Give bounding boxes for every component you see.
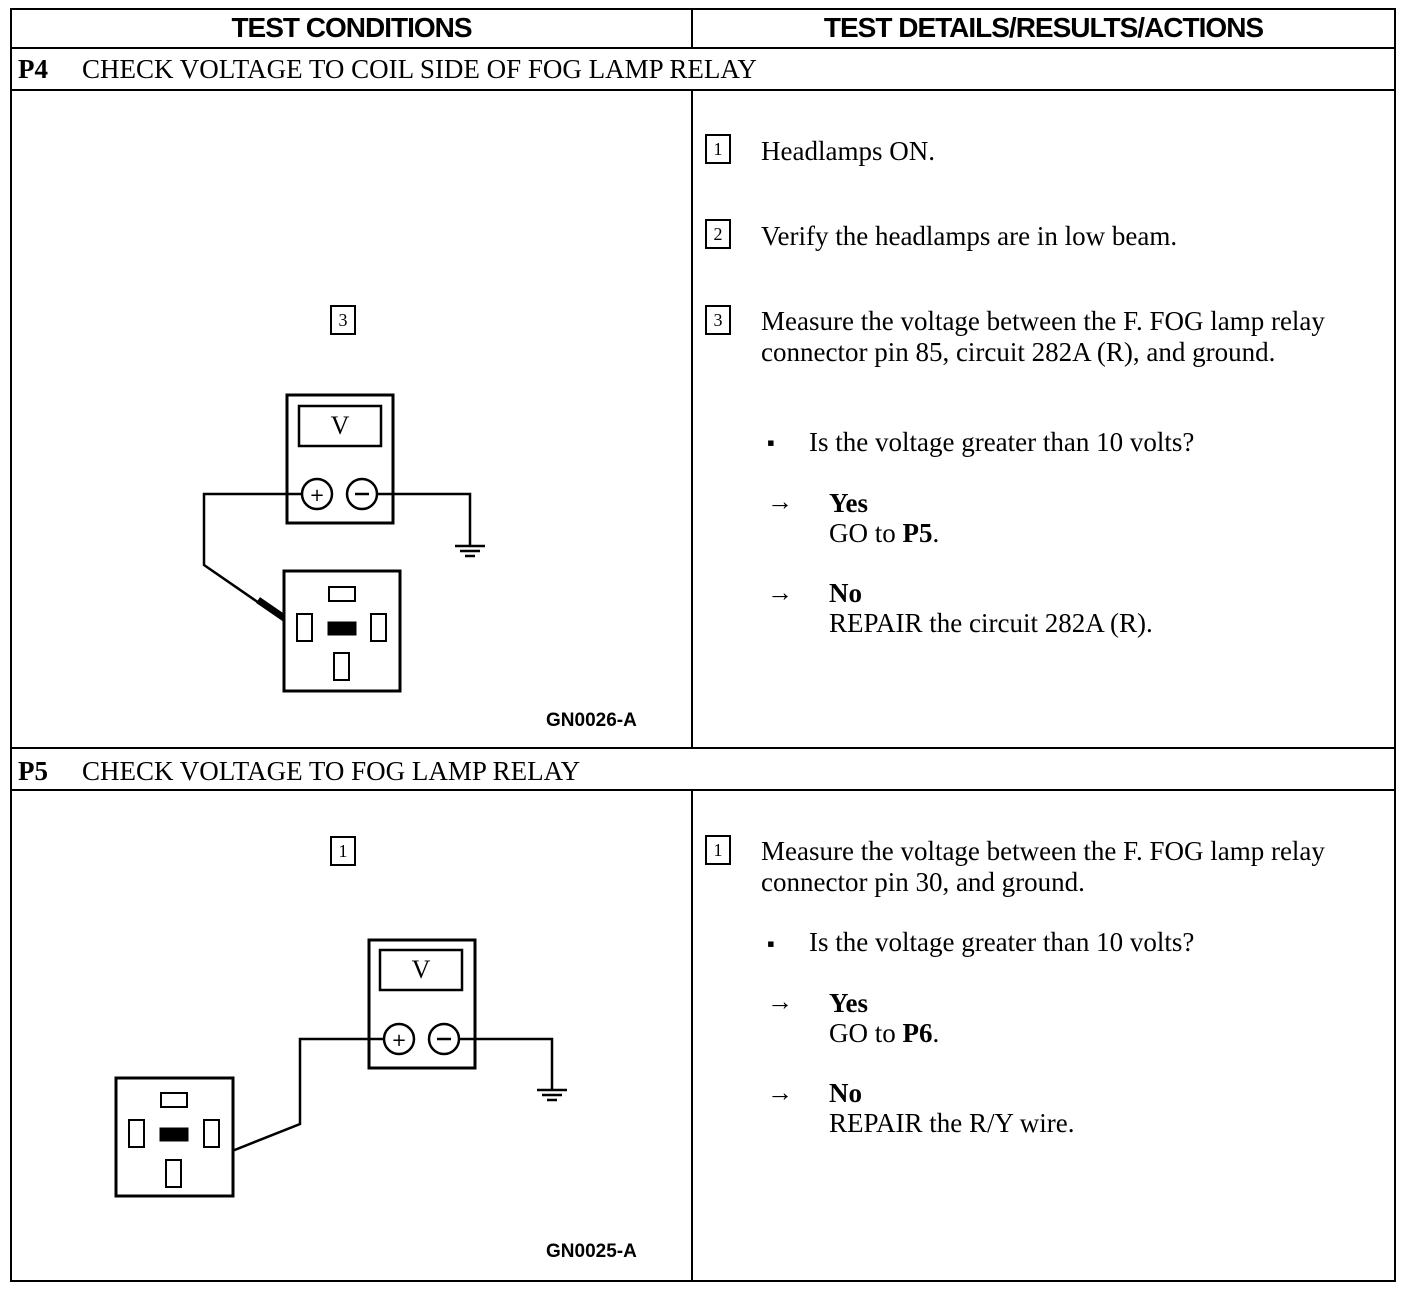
bullet: ▪: [767, 430, 775, 455]
svg-text:+: +: [309, 485, 324, 506]
figure-step-number: 3: [330, 305, 356, 335]
step-number: 1: [705, 134, 731, 164]
step-number: 3: [705, 305, 731, 335]
arrow-icon: →: [767, 1078, 793, 1107]
header-test-conditions: TEST CONDITIONS: [231, 12, 472, 43]
step-text: Measure the voltage between the F. FOG l…: [761, 836, 1325, 897]
yes-action-text: GO to: [829, 518, 896, 548]
voltmeter-diagram-p4: +: [202, 393, 485, 693]
yes-action-text: GO to: [829, 1018, 896, 1048]
no-label: No: [829, 1078, 862, 1108]
yes-target: P6: [902, 1018, 933, 1048]
figure-id: GN0025-A: [546, 1241, 637, 1262]
question-text: Is the voltage greater than 10 volts?: [809, 427, 1195, 457]
step-number: 1: [705, 835, 731, 865]
yes-action: GO to P5.: [829, 518, 939, 549]
yes-target: P5: [902, 518, 933, 548]
svg-text:+: +: [391, 1030, 406, 1051]
no-action: REPAIR the circuit 282A (R).: [829, 608, 1153, 638]
yes-end: .: [932, 518, 940, 548]
yes-label: Yes: [829, 988, 868, 1018]
yes-end: .: [932, 1018, 940, 1048]
question-text: Is the voltage greater than 10 volts?: [809, 927, 1195, 957]
yes-label: Yes: [829, 488, 868, 518]
section-p5-heading: P5 CHECK VOLTAGE TO FOG LAMP RELAY: [18, 751, 580, 791]
section-title: CHECK VOLTAGE TO COIL SIDE OF FOG LAMP R…: [82, 53, 757, 84]
no-label: No: [829, 578, 862, 608]
no-action: REPAIR the R/Y wire.: [829, 1108, 1075, 1138]
header-test-details: TEST DETAILS/RESULTS/ACTIONS: [823, 12, 1264, 43]
meter-label: V: [330, 411, 350, 440]
section-title: CHECK VOLTAGE TO FOG LAMP RELAY: [82, 755, 581, 786]
step-text: Measure the voltage between the F. FOG l…: [761, 306, 1325, 367]
section-code: P5: [18, 755, 48, 786]
figure-step-number: 1: [330, 836, 356, 866]
bullet: ▪: [767, 931, 775, 956]
step-text: Headlamps ON.: [761, 136, 935, 166]
meter-label: V: [411, 955, 431, 984]
voltmeter-diagram-p5: +: [114, 938, 567, 1198]
yes-action: GO to P6.: [829, 1018, 939, 1049]
section-p4-heading: P4 CHECK VOLTAGE TO COIL SIDE OF FOG LAM…: [18, 49, 757, 89]
step-text: Verify the headlamps are in low beam.: [761, 221, 1178, 251]
arrow-icon: →: [767, 487, 793, 516]
arrow-icon: →: [767, 987, 793, 1016]
step-number: 2: [705, 219, 731, 249]
figure-id: GN0026-A: [546, 710, 637, 731]
section-code: P4: [18, 53, 48, 84]
arrow-icon: →: [767, 578, 793, 607]
